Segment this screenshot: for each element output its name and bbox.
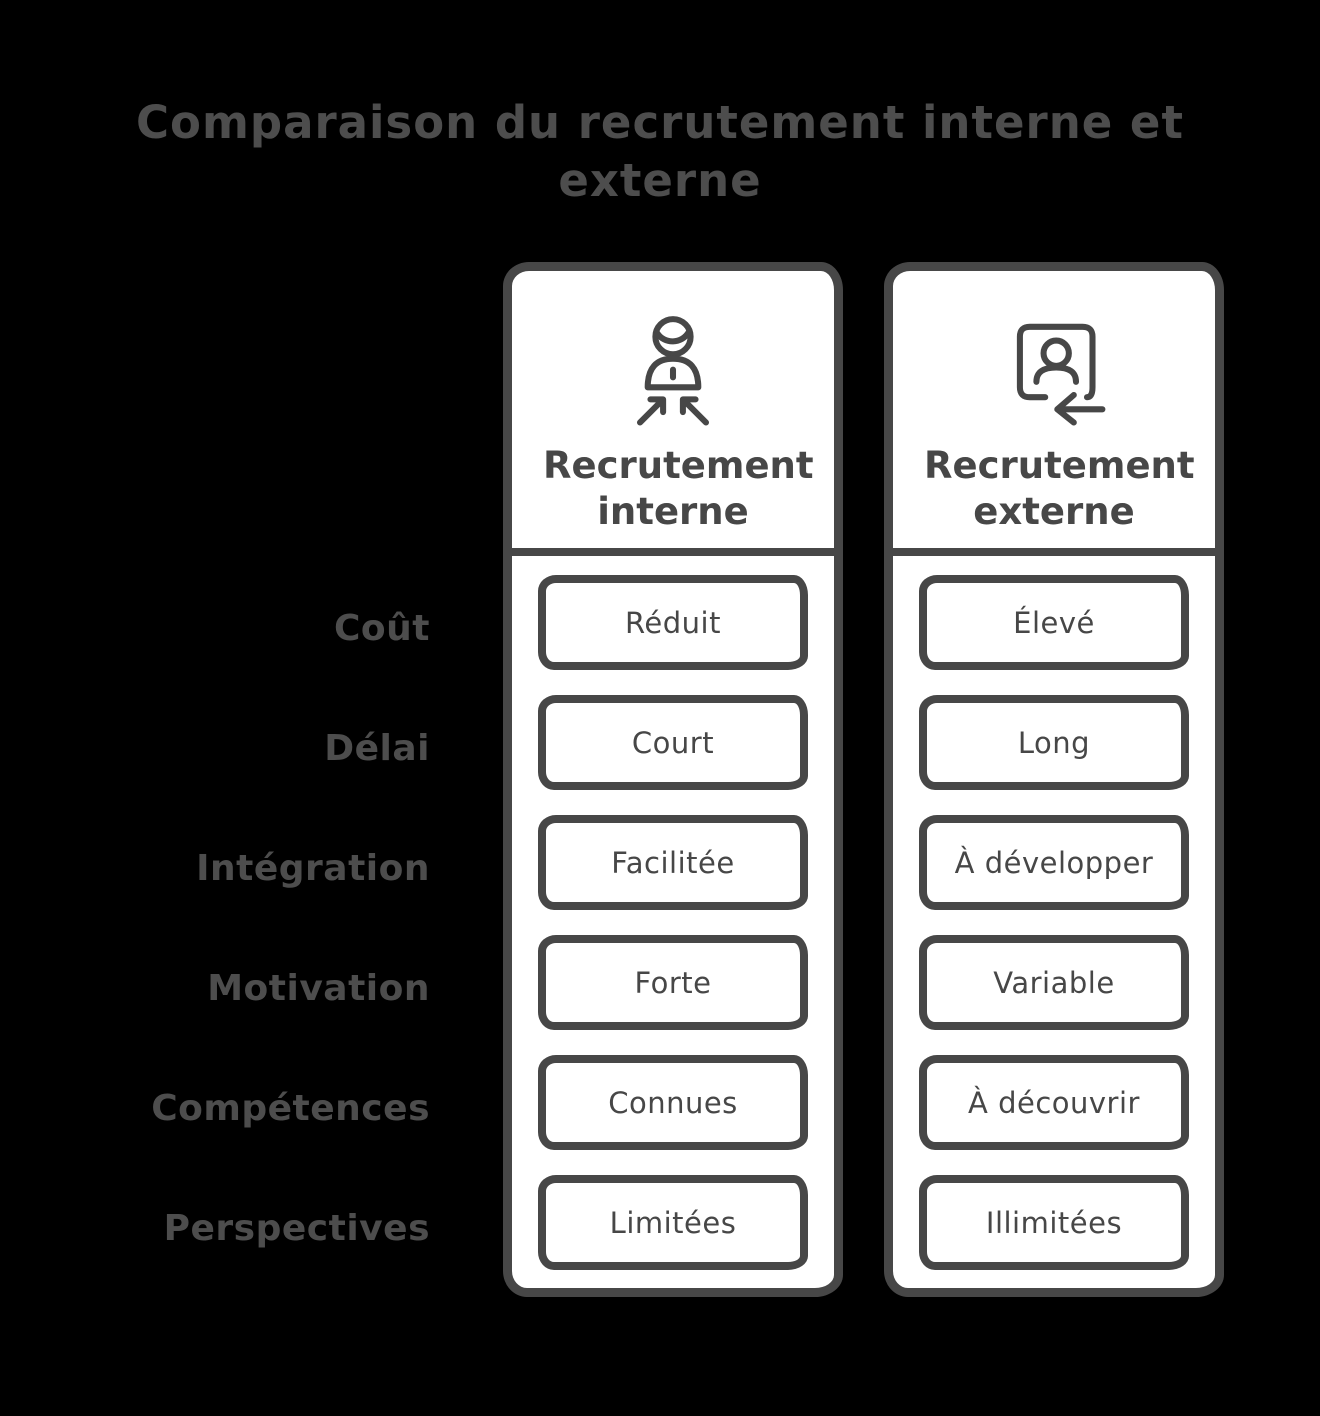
column-title-interne: Recrutement interne <box>543 444 814 534</box>
column-title-externe: Recrutement externe <box>924 444 1195 534</box>
person-inward-arrows-icon <box>636 316 710 426</box>
cells-interne: Réduit Court Facilitée Forte Connues Lim… <box>512 556 834 1270</box>
cell-interne-delai: Court <box>538 695 808 790</box>
card-recrutement-interne: Recrutement interne Réduit Court Facilit… <box>503 262 843 1297</box>
cell-interne-perspectives: Limitées <box>538 1175 808 1270</box>
card-recrutement-externe: Recrutement externe Élevé Long À dévelop… <box>884 262 1224 1297</box>
cells-externe: Élevé Long À développer Variable À décou… <box>893 556 1215 1270</box>
row-label-competences: Compétences <box>151 1088 430 1129</box>
cell-externe-delai: Long <box>919 695 1189 790</box>
card-header-externe: Recrutement externe <box>893 271 1215 556</box>
cell-externe-cout: Élevé <box>919 575 1189 670</box>
cell-externe-integration: À développer <box>919 815 1189 910</box>
page-title: Comparaison du recrutement interne et ex… <box>136 96 1184 207</box>
row-label-integration: Intégration <box>196 848 430 889</box>
id-card-person-arrow-icon <box>1016 323 1106 426</box>
card-header-interne: Recrutement interne <box>512 271 834 556</box>
row-label-motivation: Motivation <box>207 968 430 1009</box>
cell-externe-perspectives: Illimitées <box>919 1175 1189 1270</box>
cell-interne-competences: Connues <box>538 1055 808 1150</box>
cell-interne-cout: Réduit <box>538 575 808 670</box>
cell-interne-motivation: Forte <box>538 935 808 1030</box>
row-label-cout: Coût <box>334 608 430 649</box>
row-label-delai: Délai <box>324 728 430 769</box>
cell-externe-competences: À découvrir <box>919 1055 1189 1150</box>
row-label-perspectives: Perspectives <box>163 1208 430 1249</box>
cell-externe-motivation: Variable <box>919 935 1189 1030</box>
cell-interne-integration: Facilitée <box>538 815 808 910</box>
